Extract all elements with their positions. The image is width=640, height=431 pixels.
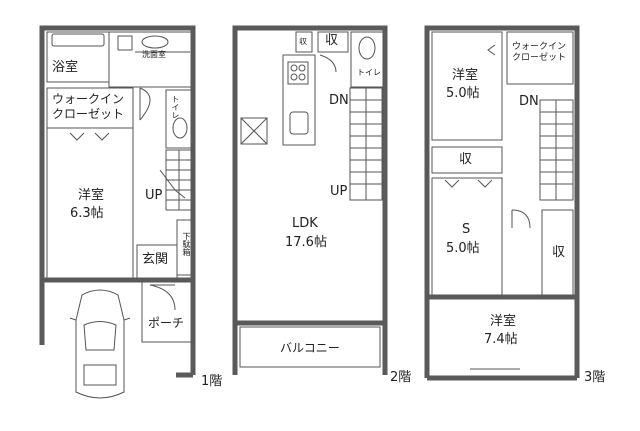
- floor3-dn-label: DN: [519, 94, 539, 109]
- floor3-storage-side-label: 収: [552, 245, 566, 260]
- floor3-walls: [424, 25, 580, 381]
- car-icon: [69, 289, 131, 399]
- floor1-room-name: 洋室: [78, 188, 105, 203]
- floor2-toilet-label: トイレ: [357, 68, 381, 77]
- floor2-label: 2階: [390, 370, 412, 385]
- floor1-washroom-label: 洗面室: [142, 50, 166, 59]
- floor2-ldk-size: 17.6帖: [285, 235, 327, 250]
- floor3-room-a-size: 5.0帖: [446, 86, 480, 101]
- floor2-storage-small-label: 収: [299, 37, 307, 46]
- floor1-walkin-label: ウォークイン クローゼット: [52, 92, 125, 121]
- floor1-room-size: 6.3帖: [70, 206, 104, 221]
- floor3-room-b-name: 洋室: [490, 314, 517, 329]
- floor2-dn-label: DN: [329, 93, 349, 108]
- floor3-room-b-size: 7.4帖: [484, 332, 518, 347]
- floor3-room-a-name: 洋室: [452, 68, 479, 83]
- floor1-walls: [39, 25, 196, 399]
- floor2-walls: [232, 25, 388, 375]
- floor3-walkin-label: ウォークイン クローゼット: [512, 42, 567, 64]
- floor3-s-size: 5.0帖: [446, 241, 480, 256]
- floor1-porch-label: ポーチ: [148, 316, 185, 330]
- floor3-s-name: S: [462, 222, 471, 237]
- floor1-toilet-label: トイレ: [171, 95, 180, 119]
- floor2-ldk-name: LDK: [292, 216, 318, 231]
- floor1-bath-label: 浴室: [52, 60, 79, 75]
- floor2-balcony-label: バルコニー: [280, 341, 340, 355]
- floor2-storage-label: 収: [325, 33, 339, 48]
- floor1-up-label: UP: [145, 188, 163, 203]
- floor2-up-label: UP: [330, 184, 348, 199]
- floor1-label: 1階: [201, 374, 223, 389]
- floor3-storage-mid-label: 収: [459, 152, 473, 167]
- floor1-entrance-label: 玄関: [142, 252, 169, 267]
- floor1-shoe-label: 下駄箱: [182, 232, 191, 256]
- floor3-label: 3階: [584, 370, 606, 385]
